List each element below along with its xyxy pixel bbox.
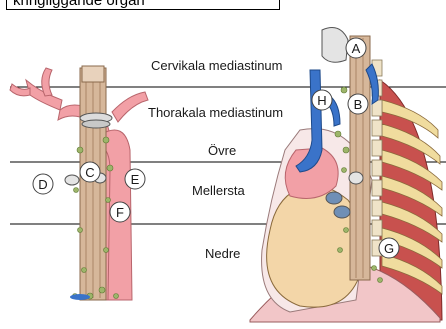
- label-middle: Mellersta: [192, 183, 246, 198]
- label-upper: Övre: [208, 143, 236, 158]
- trachea-top: [82, 66, 104, 82]
- marker-d-letter: D: [38, 177, 47, 192]
- marker-e-letter: E: [131, 172, 140, 187]
- marker-a: A: [346, 38, 366, 58]
- marker-d: D: [33, 174, 53, 194]
- upper-left-branch-artery: [42, 68, 52, 96]
- marker-f-letter: F: [116, 205, 124, 220]
- label-thoracic-mediastinum: Thorakala mediastinum: [148, 105, 283, 120]
- label-lower: Nedre: [205, 246, 240, 261]
- label-cervical-mediastinum: Cervikala mediastinum: [151, 58, 283, 73]
- trachea-lateral: [322, 28, 348, 63]
- subclavian-artery: [10, 84, 30, 96]
- marker-h: H: [312, 90, 332, 110]
- marker-b: B: [348, 94, 368, 114]
- marker-b-letter: B: [354, 97, 363, 112]
- marker-a-letter: A: [352, 41, 361, 56]
- marker-h-letter: H: [317, 93, 326, 108]
- marker-e: E: [125, 169, 145, 189]
- marker-f: F: [110, 202, 130, 222]
- marker-g: G: [379, 238, 399, 258]
- marker-c: C: [80, 162, 100, 182]
- marker-c-letter: C: [85, 165, 94, 180]
- right-branch-artery: [112, 92, 148, 122]
- marker-g-letter: G: [384, 241, 394, 256]
